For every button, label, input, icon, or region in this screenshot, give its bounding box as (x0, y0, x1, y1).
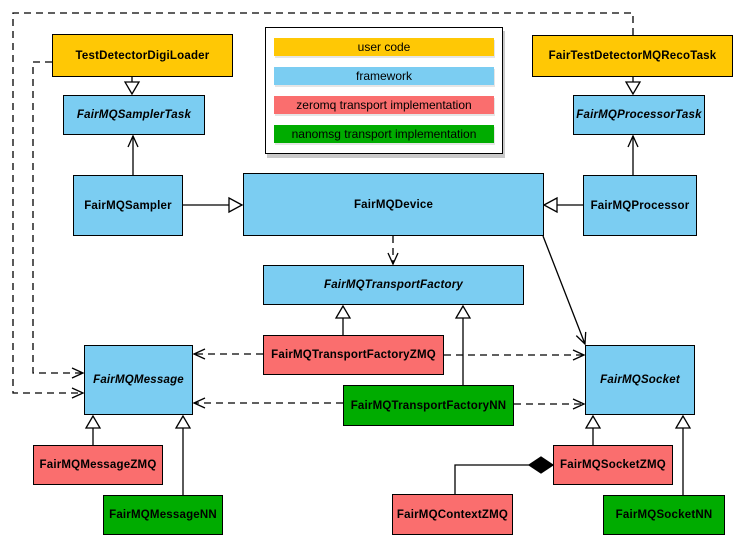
arrowhead-icon (192, 397, 206, 409)
class-box-FairMQMessageNN: FairMQMessageNN (103, 495, 223, 535)
arrowhead-icon (575, 331, 587, 346)
arrowhead-icon (387, 252, 399, 266)
class-box-FairMQTransportFactoryNN: FairMQTransportFactoryNN (343, 385, 514, 426)
inheritance-triangle-icon (542, 196, 558, 214)
class-box-FairTestDetectorMQRecoTask: FairTestDetectorMQRecoTask (532, 35, 733, 77)
edge-inheritance-FairTestDetectorMQRecoTask-FairMQProcessorTask (624, 77, 642, 96)
edge-inheritance-FairMQSocketNN-FairMQSocket (674, 414, 692, 495)
inheritance-triangle-icon (228, 196, 244, 214)
edge-composition-FairMQSocketZMQ-FairMQContextZMQ (454, 456, 555, 494)
arrowhead-icon (71, 387, 85, 399)
edge-inheritance-FairMQTransportFactoryZMQ-FairMQTransportFactory (334, 304, 352, 335)
class-box-FairMQProcessor: FairMQProcessor (583, 175, 697, 236)
arrowhead-icon (627, 134, 639, 148)
edge-inheritance-FairMQProcessor-FairMQDevice (542, 196, 583, 214)
arrowhead-icon (71, 367, 85, 379)
edge-dependency-TestDetectorDigiLoader-FairMQMessage (32, 61, 85, 379)
class-box-FairMQMessage: FairMQMessage (84, 345, 193, 415)
class-box-FairMQSocket: FairMQSocket (585, 345, 695, 415)
inheritance-triangle-icon (674, 414, 692, 429)
inheritance-triangle-icon (624, 81, 642, 96)
edge-inheritance-FairMQSocketZMQ-FairMQSocket (584, 414, 602, 445)
edge-dependency-FairMQDevice-FairMQTransportFactory (387, 236, 399, 266)
inheritance-triangle-icon (123, 81, 141, 96)
class-box-FairMQDevice: FairMQDevice (243, 173, 544, 236)
class-box-TestDetectorDigiLoader: TestDetectorDigiLoader (52, 34, 233, 77)
arrowhead-icon (192, 348, 206, 360)
edge-dependency-FairMQTransportFactoryNN-FairMQSocket (514, 398, 586, 410)
inheritance-triangle-icon (334, 304, 352, 319)
class-box-FairMQSocketNN: FairMQSocketNN (603, 495, 725, 535)
edge-association-FairMQSampler-FairMQSamplerTask (127, 134, 139, 175)
inheritance-triangle-icon (174, 414, 192, 429)
composition-diamond-icon (527, 456, 555, 474)
edge-inheritance-FairMQMessageNN-FairMQMessage (174, 414, 192, 495)
edge-association-FairMQProcessor-FairMQProcessorTask (627, 134, 639, 175)
arrowhead-icon (572, 398, 586, 410)
class-box-FairMQSampler: FairMQSampler (73, 175, 183, 236)
inheritance-triangle-icon (584, 414, 602, 429)
legend-item-framework: framework (274, 67, 494, 85)
legend-item-user_code: user code (274, 38, 494, 56)
legend-box: user code framework zeromq transport imple… (265, 27, 503, 154)
class-box-FairMQSamplerTask: FairMQSamplerTask (63, 95, 205, 135)
edge-inheritance-FairMQTransportFactoryNN-FairMQTransportFactory (454, 304, 472, 385)
edge-dependency-FairMQTransportFactoryZMQ-FairMQMessage (192, 348, 263, 360)
edge-inheritance-FairMQMessageZMQ-FairMQMessage (84, 414, 102, 445)
edge-dependency-FairMQTransportFactoryNN-FairMQMessage (192, 397, 343, 409)
legend-item-zeromq: zeromq transport implementation (274, 96, 494, 114)
class-box-FairMQContextZMQ: FairMQContextZMQ (392, 494, 513, 535)
class-box-FairMQTransportFactory: FairMQTransportFactory (263, 265, 524, 305)
inheritance-triangle-icon (454, 304, 472, 319)
edge-inheritance-TestDetectorDigiLoader-FairMQSamplerTask (123, 77, 141, 96)
edge-dependency-FairTestDetectorMQRecoTask-FairMQMessage (12, 12, 634, 399)
edge-dependency-FairMQTransportFactoryZMQ-FairMQSocket (444, 349, 586, 361)
class-box-FairMQProcessorTask: FairMQProcessorTask (573, 95, 705, 135)
legend-item-nanomsg: nanomsg transport implementation (274, 125, 494, 143)
class-box-FairMQTransportFactoryZMQ: FairMQTransportFactoryZMQ (263, 335, 444, 375)
edge-inheritance-FairMQSampler-FairMQDevice (183, 196, 244, 214)
arrowhead-icon (127, 134, 139, 148)
edge-association-FairMQDevice-FairMQSocket (542, 235, 587, 346)
class-box-FairMQSocketZMQ: FairMQSocketZMQ (553, 445, 673, 485)
arrowhead-icon (572, 349, 586, 361)
class-box-FairMQMessageZMQ: FairMQMessageZMQ (33, 445, 163, 485)
inheritance-triangle-icon (84, 414, 102, 429)
